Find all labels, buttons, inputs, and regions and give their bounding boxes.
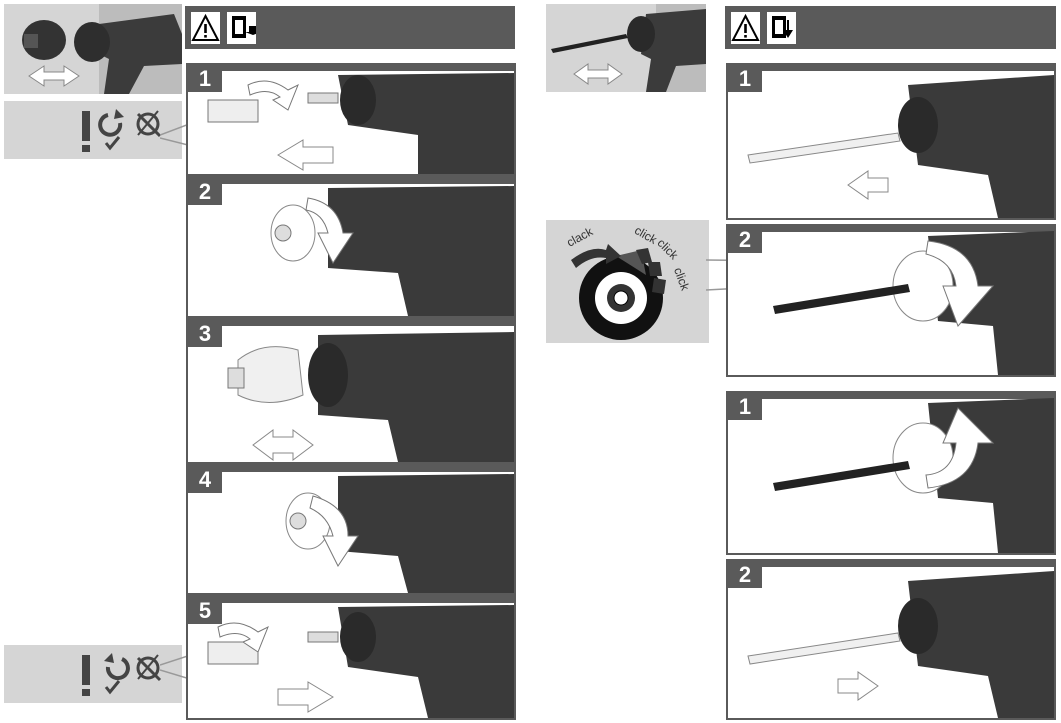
left-step-5-panel: 5 <box>186 595 516 720</box>
step-number: 3 <box>188 320 222 347</box>
step-number: 2 <box>728 561 762 588</box>
rotate-ccw-icon <box>104 653 130 681</box>
warning-triangle-icon <box>729 10 762 46</box>
step-number: 5 <box>188 597 222 624</box>
chuck-click-dial-illustration <box>571 244 666 340</box>
right-step-1b-panel: 1 <box>726 391 1056 555</box>
step-illustration <box>270 186 514 316</box>
remove-battery-icon <box>765 10 798 46</box>
step-number: 2 <box>188 178 222 205</box>
rotate-cw-icon <box>98 109 124 137</box>
right-header-bar <box>725 6 1056 49</box>
right-step-1-panel: 1 <box>726 63 1056 220</box>
bit-insert-thumbnail <box>546 4 706 92</box>
chuck-removal-thumbnail <box>4 4 182 94</box>
step-illustration <box>207 73 514 174</box>
left-step-1-panel: 1 <box>186 63 516 176</box>
left-step-3-panel: 3 <box>186 318 516 464</box>
step-illustration <box>773 231 1054 375</box>
left-header-bar <box>185 6 515 49</box>
step-number: 1 <box>728 65 762 92</box>
step-illustration <box>227 332 514 462</box>
step-number: 1 <box>728 393 762 420</box>
attention-panel-bottom <box>4 645 182 703</box>
step-illustration <box>773 398 1054 553</box>
step-number: 4 <box>188 466 222 493</box>
left-step-4-panel: 4 <box>186 464 516 595</box>
right-step-2b-panel: 2 <box>726 559 1056 720</box>
step-illustration <box>207 605 514 718</box>
exclamation-icon <box>82 111 90 141</box>
step-illustration <box>747 571 1054 718</box>
click-dial-panel: clack click click click <box>546 220 709 343</box>
step-illustration <box>747 75 1054 218</box>
drill-thumbnail-illustration <box>22 4 182 94</box>
no-tool-icon <box>136 110 162 138</box>
step-number: 2 <box>728 226 762 253</box>
remove-battery-icon <box>225 10 258 46</box>
left-step-2-panel: 2 <box>186 176 516 318</box>
drill-with-bit-illustration <box>551 4 706 92</box>
attention-panel-top <box>4 101 182 159</box>
step-illustration <box>285 474 514 593</box>
step-number: 1 <box>188 65 222 92</box>
right-step-2-panel: 2 <box>726 224 1056 377</box>
warning-triangle-icon <box>189 10 222 46</box>
